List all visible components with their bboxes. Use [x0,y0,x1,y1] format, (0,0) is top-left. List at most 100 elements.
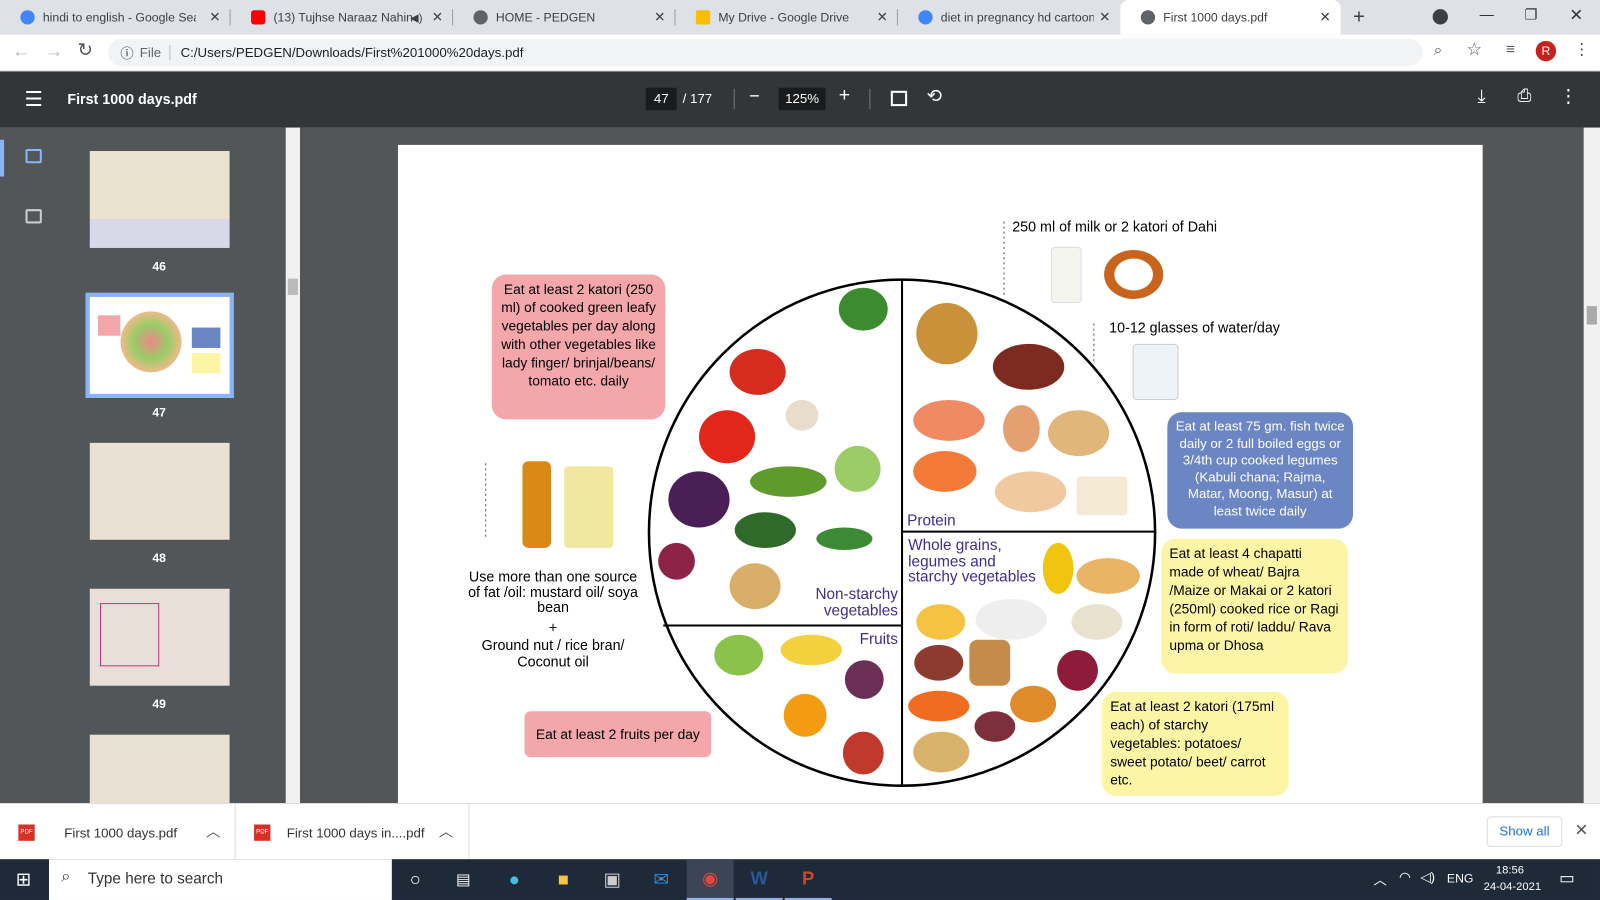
close-tab-icon[interactable]: ✕ [1099,9,1111,25]
idli-image [975,598,1047,640]
store-icon[interactable]: ▣ [603,868,621,890]
oil-pouch-image [564,466,614,548]
language-indicator[interactable]: ENG [1446,871,1474,886]
info-icon: ⓘ [120,45,134,62]
thumbnail-label: 46 [152,259,166,274]
rotate-icon[interactable]: ⟲ [926,85,942,107]
tab-google-drive[interactable]: My Drive - Google Drive✕ [676,0,898,35]
clock-date[interactable]: 24-04-2021 [1483,880,1542,893]
tab-pedgen[interactable]: HOME - PEDGEN✕ [453,0,676,35]
grapes-image [844,660,884,699]
print-icon[interactable]: ⎙ [1517,85,1532,106]
page-thumbnail-50[interactable] [89,734,230,804]
mail-icon[interactable]: ✉ [653,868,669,890]
chevron-up-icon[interactable]: ︿ [206,823,221,840]
zoom-in-button[interactable]: + [838,84,851,107]
page-thumbnail-46[interactable] [89,151,230,248]
label-non-starchy: Non-starchy vegetables [815,585,898,620]
search-box[interactable]: ⌕Type here to search [48,859,392,900]
volume-icon[interactable]: ◁) [1420,869,1436,885]
show-all-button[interactable]: Show all [1486,816,1563,847]
chicken-image [994,471,1067,513]
tab-search-icon[interactable] [1432,9,1448,25]
file-explorer-icon[interactable]: ■ [557,868,569,890]
globe-icon [473,10,488,25]
youtube-icon [251,10,266,25]
chevron-up-icon[interactable]: ︿ [438,823,454,840]
water-glass-image [1132,343,1179,400]
close-shelf-icon[interactable]: ✕ [1574,822,1589,840]
page-thumbnail-49[interactable] [89,588,230,686]
chrome-icon[interactable]: ◉ [686,859,734,900]
notifications-icon[interactable]: ▭ [1559,870,1575,888]
divider [733,88,735,110]
tab-diet-search[interactable]: diet in pregnancy hd cartoon✕ [898,0,1120,35]
rice-image [1071,604,1123,640]
tab-youtube[interactable]: (13) Tujhse Naraaz Nahin◀)✕ [231,0,454,35]
new-tab-button[interactable]: + [1353,6,1365,29]
menu-icon[interactable]: ⋮ [1573,41,1590,60]
back-icon[interactable]: ← [12,40,31,62]
reload-icon[interactable]: ↻ [77,39,93,61]
apple-image [842,731,884,775]
profile-avatar[interactable]: R [1535,40,1557,62]
tab-strip: hindi to english - Google Sear✕ (13) Tuj… [0,0,1600,35]
tab-google-search[interactable]: hindi to english - Google Sear✕ [0,0,231,35]
close-window-button[interactable]: ✕ [1569,7,1584,25]
restore-button[interactable]: ❐ [1524,6,1538,23]
tomato-image [698,410,756,464]
reading-list-icon[interactable]: ≡ [1506,40,1516,59]
close-tab-icon[interactable]: ✕ [876,9,888,25]
protein-note: Eat at least 75 gm. fish twice daily or … [1167,412,1354,529]
sidebar-menu-icon[interactable]: ☰ [24,88,43,112]
dahi-bowl-image [1104,249,1164,299]
show-hidden-icons[interactable]: ︿ [1373,872,1387,888]
chickpeas-image [1047,410,1110,457]
close-tab-icon[interactable]: ✕ [1319,9,1331,25]
task-view-icon[interactable]: ▤ [456,871,471,889]
clock-time[interactable]: 18:56 [1495,864,1524,877]
close-tab-icon[interactable]: ✕ [431,9,443,25]
minimize-button[interactable]: — [1479,6,1494,23]
bookmark-star-icon[interactable]: ☆ [1466,39,1482,60]
close-tab-icon[interactable]: ✕ [654,9,666,25]
search-icon: ⌕ [61,868,71,886]
label-protein: Protein [907,512,956,530]
thumbnail-label: 48 [152,551,166,566]
powerpoint-icon[interactable]: P [784,859,832,900]
zoom-level-input[interactable]: 125% [778,87,826,111]
zoom-icon[interactable]: ⌕ [1433,41,1443,60]
viewer-scrollbar[interactable] [1583,127,1600,804]
outline-view-icon[interactable] [25,209,42,224]
windows-start-icon[interactable]: ⊞ [15,868,32,890]
download-icon[interactable]: ⤓ [1477,85,1486,107]
label-fruits: Fruits [859,630,898,648]
sidebar-scrollbar[interactable] [285,127,300,804]
download-filename: First 1000 days.pdf [64,825,178,841]
cortana-icon[interactable]: ○ [409,868,421,890]
pulses-image [916,303,978,365]
url-text[interactable]: C:/Users/PEDGEN/Downloads/First%201000%2… [180,44,524,61]
rajma-image [914,644,964,681]
close-tab-icon[interactable]: ✕ [209,9,221,25]
forward-icon[interactable]: → [44,40,64,62]
brinjal-image [668,471,730,528]
page-thumbnail-47[interactable] [85,292,234,398]
fit-page-icon[interactable] [890,90,908,107]
audio-playing-icon[interactable]: ◀) [410,11,423,24]
more-options-icon[interactable]: ⋮ [1559,85,1578,107]
potato-image [913,731,970,773]
zoom-out-button[interactable]: − [748,85,760,107]
edge-icon[interactable]: ● [508,868,520,890]
fish-image [913,399,985,441]
tab-first-1000-days[interactable]: First 1000 days.pdf✕ [1120,0,1341,35]
network-icon[interactable]: ◠ [1398,869,1411,885]
thumbnails-view-icon[interactable] [25,148,42,164]
page-thumbnail-48[interactable] [89,442,230,540]
word-icon[interactable]: W [735,859,783,900]
page-number-input[interactable]: 47 [645,87,677,111]
banana-image [780,634,842,666]
